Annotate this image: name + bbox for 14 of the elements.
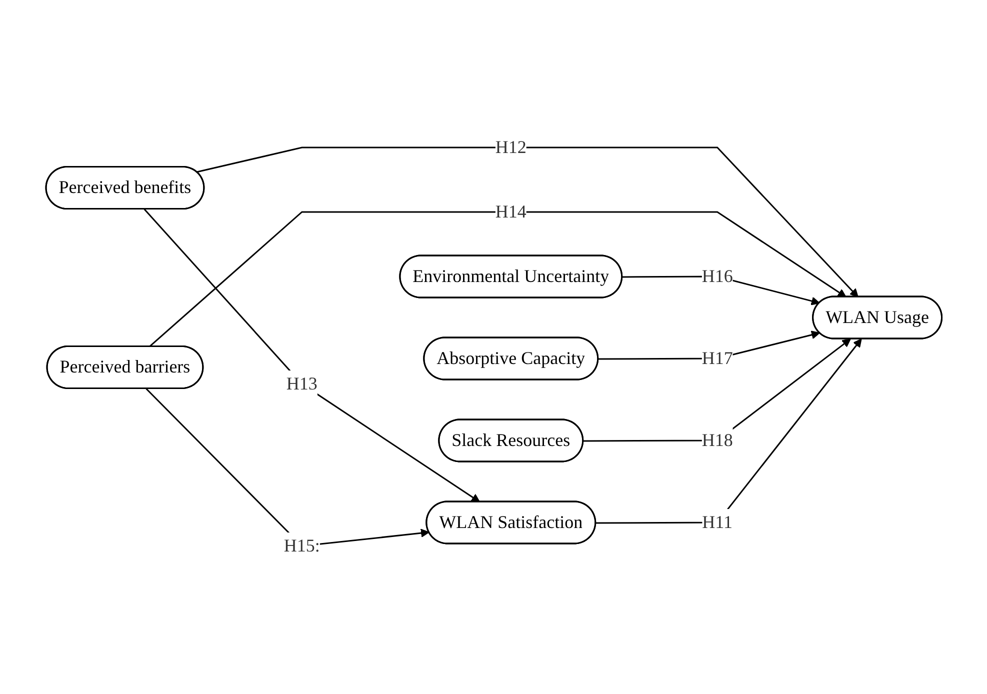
arrow <box>145 388 430 548</box>
edge-label: H12 <box>494 137 526 158</box>
arrow <box>148 212 846 348</box>
edge-label: H11 <box>702 512 732 532</box>
edge-label: H14 <box>494 202 526 222</box>
arrow <box>582 338 850 442</box>
edge-label: H18 <box>701 430 732 450</box>
arrow <box>595 338 862 524</box>
edge-label: H16 <box>701 266 732 286</box>
arrow <box>143 209 480 503</box>
arrow <box>196 147 858 298</box>
edge-label: H17 <box>701 348 732 368</box>
edge-label: H13 <box>286 374 318 394</box>
edge-label: H15: <box>284 536 320 556</box>
